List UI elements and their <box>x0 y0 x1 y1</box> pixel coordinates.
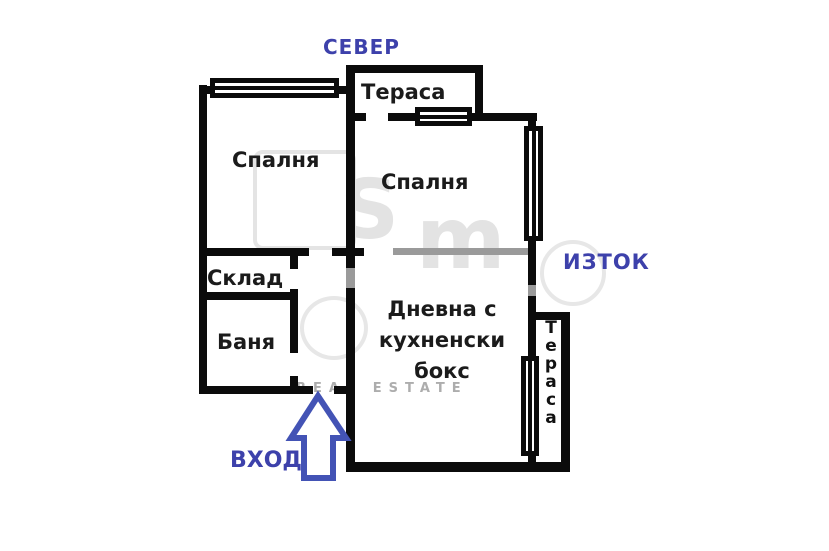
wall-terrace1-top <box>346 65 483 73</box>
wall-bedroom2-bottom-gray <box>393 248 528 255</box>
wall-terrace2-left-upper <box>528 320 536 358</box>
watermark-circle-2 <box>300 296 368 360</box>
entrance-arrow-icon <box>285 390 352 481</box>
wall-terrace1-left-and-bedroom-divider <box>346 65 355 268</box>
wall-bath-right-upper <box>290 289 298 353</box>
watermark-letter-m: m <box>416 189 506 289</box>
living-room-label-line1: Дневна с <box>387 297 497 321</box>
window-terrace1 <box>415 107 472 126</box>
terrace-top-label: Тераса <box>361 80 446 104</box>
wall-terrace2-right <box>561 312 570 472</box>
wall-bedroom1-door-stub <box>332 248 352 256</box>
storage-label: Склад <box>207 266 284 290</box>
living-room-label: Дневна с кухненски бокс <box>368 294 516 387</box>
wall-bottom-left <box>199 386 313 394</box>
bathroom-label: Баня <box>217 330 276 354</box>
wall-east-upper <box>528 113 536 129</box>
window-terrace2 <box>521 356 539 456</box>
living-room-label-line3: бокс <box>414 359 470 383</box>
wall-left-outer <box>199 85 207 393</box>
compass-north-label: СЕВЕР <box>323 35 400 59</box>
wall-bedroom1-bottom <box>199 248 309 256</box>
bedroom-left-label: Спалня <box>232 148 320 172</box>
bedroom-right-label: Спалня <box>381 170 469 194</box>
window-bedroom1-north <box>210 78 339 98</box>
wall-bath-right-lower <box>290 376 298 393</box>
wall-entrance-stub <box>334 386 346 394</box>
door-east-terrace <box>528 285 536 296</box>
wall-storage-right-stub <box>290 256 298 269</box>
wall-living-left <box>346 288 355 472</box>
wall-terrace2-top <box>528 312 570 320</box>
terrace-right-label: Тераса <box>544 318 558 428</box>
wall-terrace2-left-stub <box>528 454 536 464</box>
entrance-label: ВХОД <box>230 448 303 473</box>
living-room-label-line2: кухненски <box>378 328 506 352</box>
door-corridor-living <box>346 268 355 288</box>
wall-east-mid <box>528 238 536 285</box>
compass-east-label: ИЗТОК <box>563 250 650 274</box>
wall-terrace1-right <box>475 65 483 121</box>
wall-bottom-living <box>346 462 570 472</box>
wall-terrace1-bottom-stub <box>352 113 366 121</box>
wall-storage-bath-divider <box>199 292 298 300</box>
window-east <box>524 126 543 241</box>
wall-east-lower <box>528 296 536 318</box>
wall-bedroom2-bottom-stub <box>352 248 364 256</box>
